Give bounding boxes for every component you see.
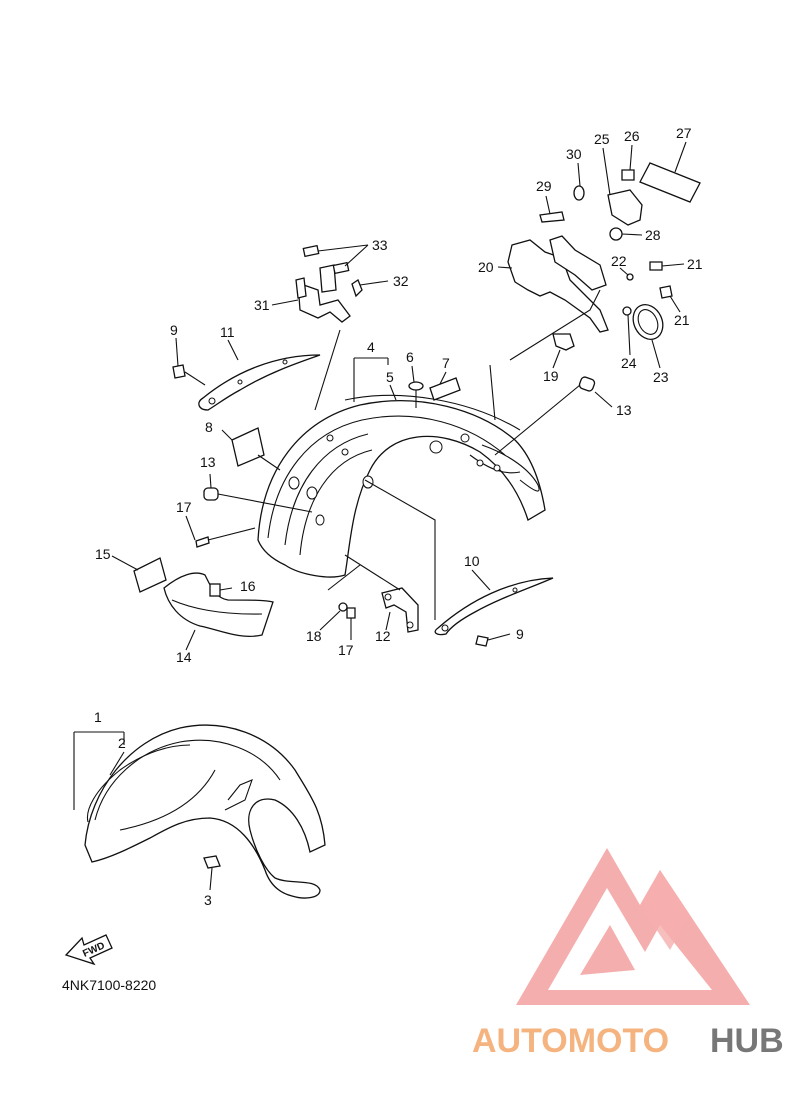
callout-21-bottom: 21 [674, 312, 690, 328]
callout-24: 24 [621, 355, 637, 371]
callout-1: 1 [94, 709, 102, 725]
callout-19: 19 [543, 368, 559, 384]
fwd-arrow-icon: FWD [64, 934, 113, 966]
taillight-assembly [507, 162, 701, 351]
callout-13-right: 13 [616, 402, 632, 418]
watermark-dark-text: HUB [710, 1022, 784, 1060]
callout-17-bottom: 17 [338, 642, 354, 658]
callout-8: 8 [205, 419, 213, 435]
part-code: 4NK7100-8220 [62, 977, 156, 993]
callout-27: 27 [676, 125, 692, 141]
callout-31: 31 [254, 297, 270, 313]
callout-4: 4 [367, 339, 375, 355]
watermark-accent-text: AUTOMOTO [472, 1022, 669, 1060]
callout-2: 2 [118, 735, 126, 751]
leader-lines [73, 141, 687, 891]
callout-32: 32 [393, 273, 409, 289]
left-fender-rail [198, 354, 321, 411]
callout-30: 30 [566, 146, 582, 162]
callout-21-top: 21 [687, 256, 703, 272]
watermark-logo [516, 848, 750, 1005]
callout-28: 28 [645, 227, 661, 243]
callout-12: 12 [375, 628, 391, 644]
callout-26: 26 [624, 128, 640, 144]
callout-6: 6 [406, 349, 414, 365]
callout-22: 22 [611, 253, 627, 269]
rear-fender [257, 394, 546, 578]
callout-29: 29 [536, 178, 552, 194]
callout-33: 33 [372, 237, 388, 253]
callout-9-left: 9 [170, 322, 178, 338]
callout-14: 14 [176, 649, 192, 665]
callout-10: 10 [464, 553, 480, 569]
callout-20: 20 [478, 259, 494, 275]
watermark-text: AUTOMOTO HUB [472, 1022, 784, 1060]
callout-13-left: 13 [200, 454, 216, 470]
callout-15: 15 [95, 546, 111, 562]
callout-7: 7 [442, 355, 450, 371]
front-fender [84, 724, 326, 899]
callout-23: 23 [653, 369, 669, 385]
callout-25: 25 [594, 131, 610, 147]
callout-16: 16 [240, 578, 256, 594]
seat-bracket [295, 244, 363, 323]
callout-3: 3 [204, 892, 212, 908]
callout-5: 5 [386, 369, 394, 385]
callout-9-right: 9 [516, 626, 524, 642]
right-fender-rail [434, 577, 554, 636]
small-parts [133, 364, 596, 647]
callout-17-left: 17 [176, 499, 192, 515]
callout-labels: 1 2 3 4 5 6 7 8 9 9 10 11 12 13 13 14 15… [94, 125, 703, 908]
callout-11: 11 [220, 324, 235, 340]
callout-18: 18 [306, 628, 322, 644]
